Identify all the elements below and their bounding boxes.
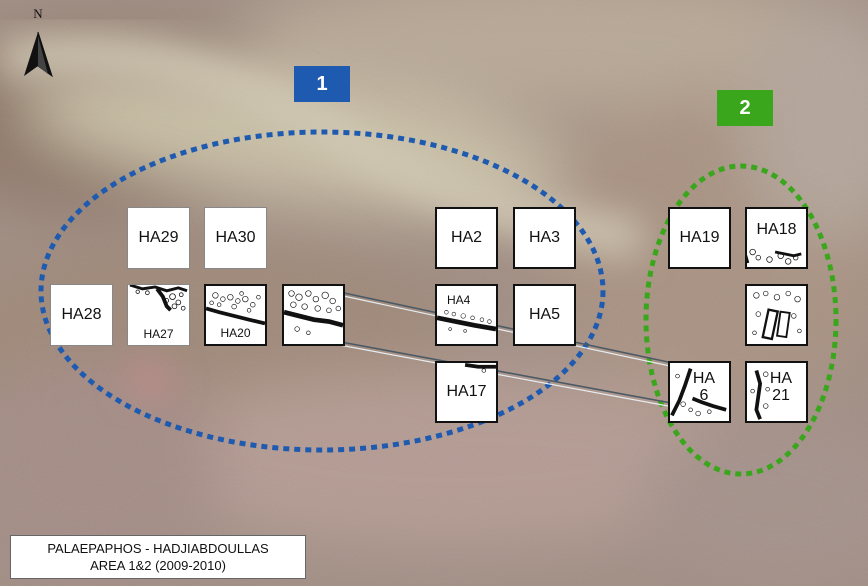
trench-label: HA3 <box>528 228 561 246</box>
trench-label: HA4 <box>447 293 471 307</box>
trench-label: HA2 <box>450 228 483 246</box>
excavation-drawing <box>747 248 802 265</box>
excavation-drawing <box>284 290 343 335</box>
map-caption: PALAEPAPHOS - HADJIABDOULLAS AREA 1&2 (2… <box>10 535 306 579</box>
trench-label-line: 6 <box>699 386 709 404</box>
area-1-ellipse <box>38 129 606 453</box>
section-line <box>333 343 685 410</box>
trench-label: HA19 <box>679 228 720 246</box>
trench-label: HA5 <box>528 305 561 323</box>
area-2-badge: 2 <box>717 90 773 126</box>
trench-ha29: HA29 <box>127 207 190 269</box>
area-1-badge: 1 <box>294 66 350 102</box>
trench-label: HA27 <box>143 327 174 342</box>
area-1-label: 1 <box>316 72 328 95</box>
caption-site-name: PALAEPAPHOS - HADJIABDOULLAS <box>47 541 269 556</box>
trench-label: HA29 <box>138 228 179 246</box>
trench-ha28: HA28 <box>50 284 113 346</box>
area-2-label: 2 <box>739 96 751 119</box>
section-line <box>333 293 685 370</box>
area-2-ellipse <box>643 163 839 477</box>
trench-label: HA 21 <box>764 370 798 405</box>
excavation-drawing <box>129 285 188 312</box>
trench-label-line: HA <box>692 370 716 387</box>
trench-ha5: HA5 <box>513 284 576 346</box>
trench-label: HA17 <box>446 382 487 400</box>
trench-ha17: HA17 <box>435 361 498 423</box>
caption-area-years: AREA 1&2 (2009-2010) <box>90 558 226 573</box>
trench-label: HA28 <box>61 305 102 323</box>
trench-label: HA30 <box>215 228 256 246</box>
trench-ha20: HA20 <box>204 284 267 346</box>
trench-ha30: HA30 <box>204 207 267 269</box>
trench-ha19: HA19 <box>668 207 731 269</box>
excavation-drawing <box>464 363 496 373</box>
trench-ha3: HA3 <box>513 207 576 269</box>
trench-ha4: HA4 <box>435 284 498 346</box>
excavation-drawing <box>437 310 496 333</box>
north-arrow-icon <box>24 31 53 78</box>
excavation-drawing <box>750 369 770 420</box>
trench-label-line: HA <box>769 370 793 387</box>
trench-ha27: HA27 <box>127 284 190 346</box>
trench-ha21: HA 21 <box>745 361 808 423</box>
excavation-drawing <box>752 290 802 341</box>
trench-unlabeled-section <box>282 284 345 346</box>
trench-label: HA18 <box>756 220 797 238</box>
section-line <box>329 289 683 366</box>
north-label: N <box>33 6 43 21</box>
trench-ha18: HA18 <box>745 207 808 269</box>
north-arrow: N <box>20 6 56 78</box>
trench-label: HA 6 <box>687 370 721 405</box>
trench-label-line: 21 <box>772 386 790 404</box>
trench-label: HA20 <box>220 326 251 341</box>
trench-ha2: HA2 <box>435 207 498 269</box>
section-line <box>329 339 683 406</box>
trench-unlabeled-east <box>745 284 808 346</box>
excavation-drawing <box>670 368 727 417</box>
excavation-drawing <box>206 291 265 326</box>
trench-ha6: HA 6 <box>668 361 731 423</box>
